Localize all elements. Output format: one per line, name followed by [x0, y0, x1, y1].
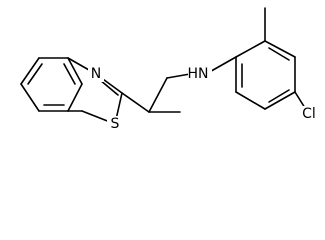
nitrogen-label: N	[91, 66, 101, 82]
chlorine-bond	[294, 91, 306, 109]
atom-label-hn: HN	[188, 66, 212, 82]
chlorine-label: Cl	[302, 106, 316, 122]
atom-label-n: N	[88, 66, 104, 82]
bond	[264, 40, 296, 58]
bond	[121, 92, 150, 113]
double-bond-inner	[268, 47, 290, 61]
amine-label: HN	[188, 66, 209, 82]
benzene-ring-left	[20, 57, 83, 112]
bond	[148, 77, 168, 113]
chlorotolyl-ring	[205, 7, 306, 110]
molecule-structure: N S HN Cl	[20, 7, 320, 132]
double-bond-inner	[268, 89, 290, 103]
bond	[67, 83, 83, 112]
double-bond-inner	[99, 79, 119, 96]
bond	[67, 57, 83, 85]
bond	[166, 73, 191, 79]
bond	[20, 83, 40, 112]
double-bond-inner	[63, 63, 76, 85]
bond	[235, 91, 266, 110]
ethyl-linker	[121, 73, 191, 113]
atom-label-cl: Cl	[298, 106, 320, 122]
double-bond-inner	[27, 63, 43, 85]
bond	[264, 91, 296, 110]
atom-label-s: S	[107, 116, 123, 132]
sulfur-label: S	[111, 116, 120, 132]
bond	[20, 57, 40, 85]
bond	[235, 40, 266, 58]
